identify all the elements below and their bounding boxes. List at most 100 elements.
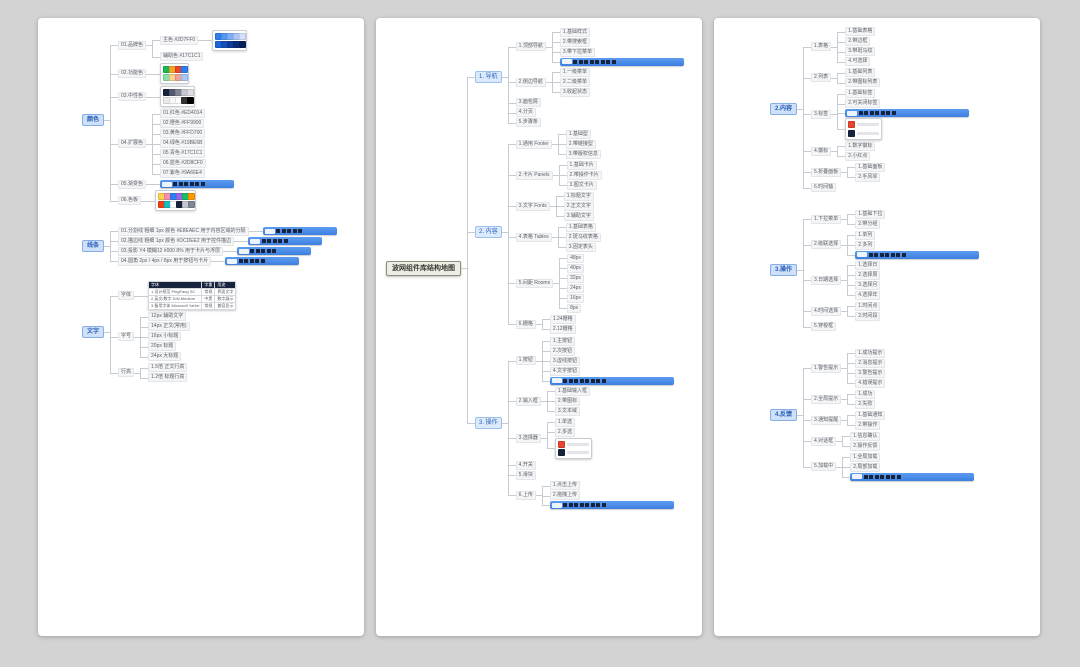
- mindmap-topic-node[interactable]: 4.反馈: [770, 408, 798, 421]
- mindmap-node[interactable]: 1.基础下拉: [855, 209, 886, 219]
- mindmap-section-node[interactable]: 3. 操作: [475, 416, 502, 429]
- mindmap-node[interactable]: 1.主按钮: [549, 336, 576, 346]
- mindmap-node[interactable]: 4.选择年: [855, 290, 881, 300]
- mindmap-node[interactable]: 3.带下拉菜单: [559, 47, 596, 57]
- mindmap-node[interactable]: 3.选择月: [855, 280, 881, 290]
- mindmap-node[interactable]: 2.手风琴: [855, 172, 881, 182]
- mindmap-node[interactable]: 辅助色 #17C1C1: [159, 52, 204, 61]
- mindmap-node[interactable]: 3.辅助文字: [563, 211, 594, 221]
- mindmap-node[interactable]: 2.正文文字: [563, 201, 594, 211]
- mindmap-node[interactable]: 字体: [118, 291, 135, 300]
- mindmap-node[interactable]: 字号: [118, 332, 135, 341]
- mindmap-node[interactable]: 4.对话框: [811, 436, 837, 446]
- mindmap-node[interactable]: 3.带斑马纹: [845, 47, 876, 56]
- color-picker-popup[interactable]: [554, 437, 592, 459]
- mindmap-node[interactable]: 2.斑马纹表格: [565, 232, 601, 242]
- mindmap-node[interactable]: 3.固定表头: [565, 242, 596, 252]
- component-preview-bar[interactable]: [236, 247, 311, 255]
- mindmap-node[interactable]: 24px: [567, 283, 584, 293]
- mindmap-node[interactable]: 1.基础卡片: [566, 160, 597, 170]
- color-swatch-grid[interactable]: [159, 63, 189, 84]
- mindmap-node[interactable]: 03.黄色 #FFD700: [159, 129, 206, 138]
- mindmap-node[interactable]: 16px: [567, 293, 584, 303]
- mindmap-node[interactable]: 5.间距 Rooms: [515, 278, 554, 288]
- mindmap-node[interactable]: 40px: [567, 263, 584, 273]
- mindmap-node[interactable]: 5.折叠面板: [811, 167, 842, 177]
- mindmap-node[interactable]: 行高: [118, 368, 135, 377]
- mindmap-node[interactable]: 1.基础面板: [855, 162, 886, 172]
- mindmap-node[interactable]: 1.数字徽标: [845, 141, 876, 151]
- mindmap-node[interactable]: 1.单列: [855, 230, 876, 240]
- mindmap-node[interactable]: 2.小红点: [845, 151, 871, 161]
- mindmap-node[interactable]: 2.多列: [855, 240, 876, 250]
- mindmap-section-node[interactable]: 2. 内容: [475, 225, 502, 238]
- mindmap-node[interactable]: 2.带边框: [845, 37, 871, 46]
- mindmap-node[interactable]: 1.通用 Footer: [515, 139, 552, 149]
- mindmap-node[interactable]: 2.失败: [855, 399, 876, 409]
- mindmap-node[interactable]: 24px 大标题: [148, 352, 182, 361]
- mindmap-topic-node[interactable]: 颜色: [82, 114, 105, 126]
- mindmap-node[interactable]: 2.拖拽上传: [549, 491, 581, 500]
- mindmap-node[interactable]: 05.渐变色: [118, 179, 146, 189]
- color-picker-popup[interactable]: [845, 118, 883, 140]
- mindmap-node[interactable]: 1.基础通知: [855, 410, 886, 420]
- mindmap-node[interactable]: 1.标题文字: [563, 191, 594, 201]
- component-preview-bar[interactable]: [225, 257, 300, 265]
- mindmap-node[interactable]: 48px: [567, 253, 584, 263]
- mindmap-node[interactable]: 1.成功: [855, 389, 876, 399]
- mindmap-node[interactable]: 5.滑块: [515, 470, 536, 480]
- mindmap-node[interactable]: 2.级联选择: [811, 240, 842, 249]
- mindmap-node[interactable]: 1.5倍 正文行高: [148, 363, 188, 372]
- mindmap-node[interactable]: 2.带链接型: [565, 139, 596, 149]
- mindmap-topic-node[interactable]: 文字: [82, 325, 105, 338]
- mindmap-node[interactable]: 02.功能色: [118, 69, 146, 78]
- mindmap-node[interactable]: 07.紫色 #9A66E4: [159, 169, 205, 178]
- mindmap-node[interactable]: 1.基础样式: [559, 27, 591, 37]
- mindmap-node[interactable]: 1.点击上传: [549, 481, 581, 490]
- mindmap-node[interactable]: 2.带搜索框: [559, 37, 591, 47]
- mindmap-node[interactable]: 2.多选: [554, 427, 576, 437]
- mindmap-node[interactable]: 2.次按钮: [549, 346, 576, 356]
- mindmap-node[interactable]: 4.分页: [515, 108, 536, 117]
- mindmap-node[interactable]: 1.选择日: [855, 260, 881, 270]
- component-preview-bar[interactable]: [248, 237, 323, 245]
- mindmap-node[interactable]: 2.带操作: [855, 420, 881, 430]
- mindmap-node[interactable]: 06.蓝色 #2D8CF0: [159, 159, 206, 168]
- mindmap-topic-node[interactable]: 3.操作: [770, 264, 798, 276]
- mindmap-node[interactable]: 04.绿色 #19BE6B: [159, 139, 206, 148]
- mindmap-node[interactable]: 1.基础输入框: [554, 386, 591, 396]
- mindmap-node[interactable]: 1.按钮: [515, 356, 536, 365]
- component-preview-bar[interactable]: [262, 227, 337, 235]
- mindmap-node[interactable]: 1.基础表格: [845, 27, 876, 36]
- component-preview-bar[interactable]: [549, 376, 674, 385]
- mindmap-node[interactable]: 2.选择周: [855, 270, 881, 280]
- mindmap-node[interactable]: 2.列表: [811, 73, 832, 82]
- mindmap-node[interactable]: 3.收起状态: [559, 87, 591, 97]
- mindmap-node[interactable]: 20px 标题: [148, 342, 177, 351]
- mindmap-node[interactable]: 4.可选择: [845, 57, 871, 66]
- mindmap-node[interactable]: 1.成功提示: [855, 348, 886, 358]
- mindmap-node[interactable]: 2.全局提示: [811, 394, 842, 404]
- component-preview-bar[interactable]: [845, 109, 970, 117]
- mindmap-node[interactable]: 1.2倍 标题行高: [148, 373, 188, 382]
- mindmap-node[interactable]: 1.24栅格: [549, 314, 576, 324]
- mindmap-node[interactable]: 14px 正文(常用): [148, 322, 190, 331]
- mindmap-node[interactable]: 4.时间选择: [811, 306, 842, 316]
- mindmap-node[interactable]: 01.红色 #ED4014: [159, 109, 206, 118]
- mindmap-node[interactable]: 3.虚线按钮: [549, 356, 581, 366]
- color-swatch-grid[interactable]: [212, 29, 248, 51]
- mindmap-node[interactable]: 1.表格: [811, 42, 832, 51]
- mindmap-section-node[interactable]: 1. 导航: [475, 71, 502, 83]
- mindmap-node[interactable]: 1.基础列表: [845, 68, 876, 77]
- mindmap-node[interactable]: 4.表格 Tables: [515, 232, 552, 242]
- mindmap-node[interactable]: 6.时间轴: [811, 183, 837, 192]
- mindmap-node[interactable]: 2.12栅格: [549, 324, 576, 334]
- mindmap-node[interactable]: 1.基础标签: [845, 89, 876, 98]
- mindmap-node[interactable]: 2.操作反馈: [850, 441, 881, 451]
- mindmap-node[interactable]: 5.加载中: [811, 462, 837, 471]
- mindmap-node[interactable]: 3.文字 Fonts: [515, 201, 550, 211]
- mindmap-node[interactable]: 2.可关闭标签: [845, 99, 881, 108]
- mindmap-node[interactable]: 01.品牌色: [118, 40, 146, 50]
- mindmap-node[interactable]: 1.一级菜单: [559, 67, 591, 77]
- mindmap-node[interactable]: 1.基础表格: [565, 222, 596, 232]
